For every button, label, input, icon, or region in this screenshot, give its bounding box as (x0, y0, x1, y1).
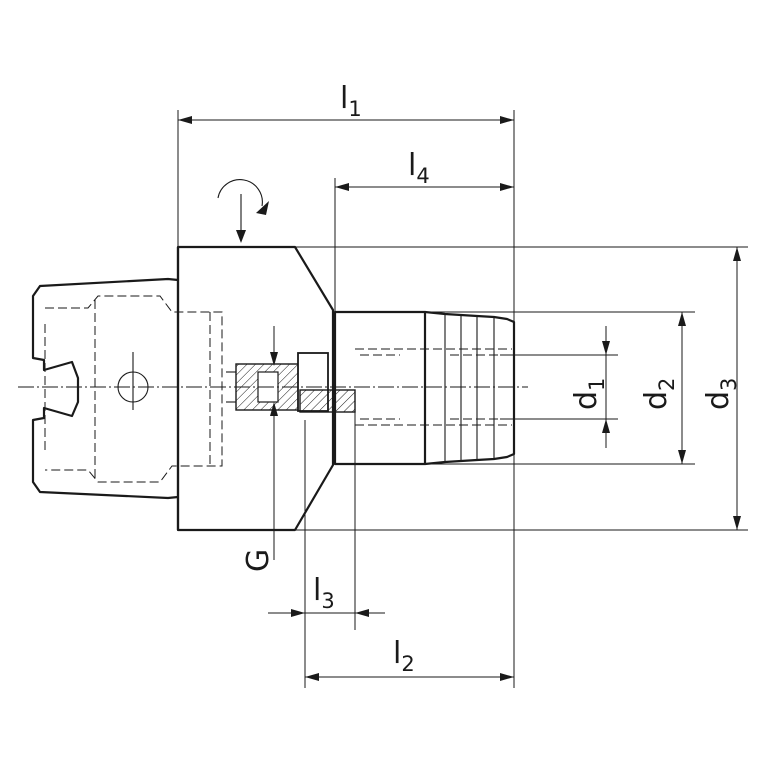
dimension-l3: l3 (268, 573, 385, 617)
d3-index: 3 (717, 378, 741, 391)
l4-index: 4 (416, 164, 429, 188)
d2-letter: d (639, 391, 674, 410)
dimension-d1: d1 (569, 326, 610, 448)
l1-index: 1 (348, 97, 361, 121)
svg-text:l4: l4 (408, 148, 430, 188)
dimension-l2: l2 (305, 636, 514, 681)
svg-text:d1: d1 (569, 378, 609, 410)
l3-index: 3 (321, 589, 334, 613)
dimension-d3: d3 (701, 247, 741, 530)
dimension-l4: l4 (335, 148, 514, 191)
svg-text:l2: l2 (393, 636, 415, 676)
dimension-l1: l1 (178, 81, 514, 124)
l2-letter: l (393, 636, 401, 671)
d1-letter: d (569, 391, 604, 410)
l3-letter: l (313, 573, 321, 608)
d2-index: 2 (655, 378, 679, 391)
l1-letter: l (340, 81, 348, 116)
dimension-g: G (241, 326, 278, 572)
hsk-shank (31, 277, 223, 500)
g-label: G (241, 549, 276, 572)
inner-bore (355, 348, 512, 426)
dimension-d2: d2 (639, 312, 686, 464)
d3-letter: d (701, 391, 736, 410)
l2-index: 2 (401, 652, 414, 676)
svg-text:l3: l3 (313, 573, 335, 613)
d1-index: 1 (585, 378, 609, 391)
l4-letter: l (408, 148, 416, 183)
svg-text:d3: d3 (701, 378, 741, 410)
cross-hole-icon (117, 352, 149, 410)
svg-text:l1: l1 (340, 81, 362, 121)
svg-text:d2: d2 (639, 378, 679, 410)
rotation-direction-icon (217, 179, 269, 243)
collet-nose (424, 310, 516, 466)
extension-lines (177, 110, 748, 688)
